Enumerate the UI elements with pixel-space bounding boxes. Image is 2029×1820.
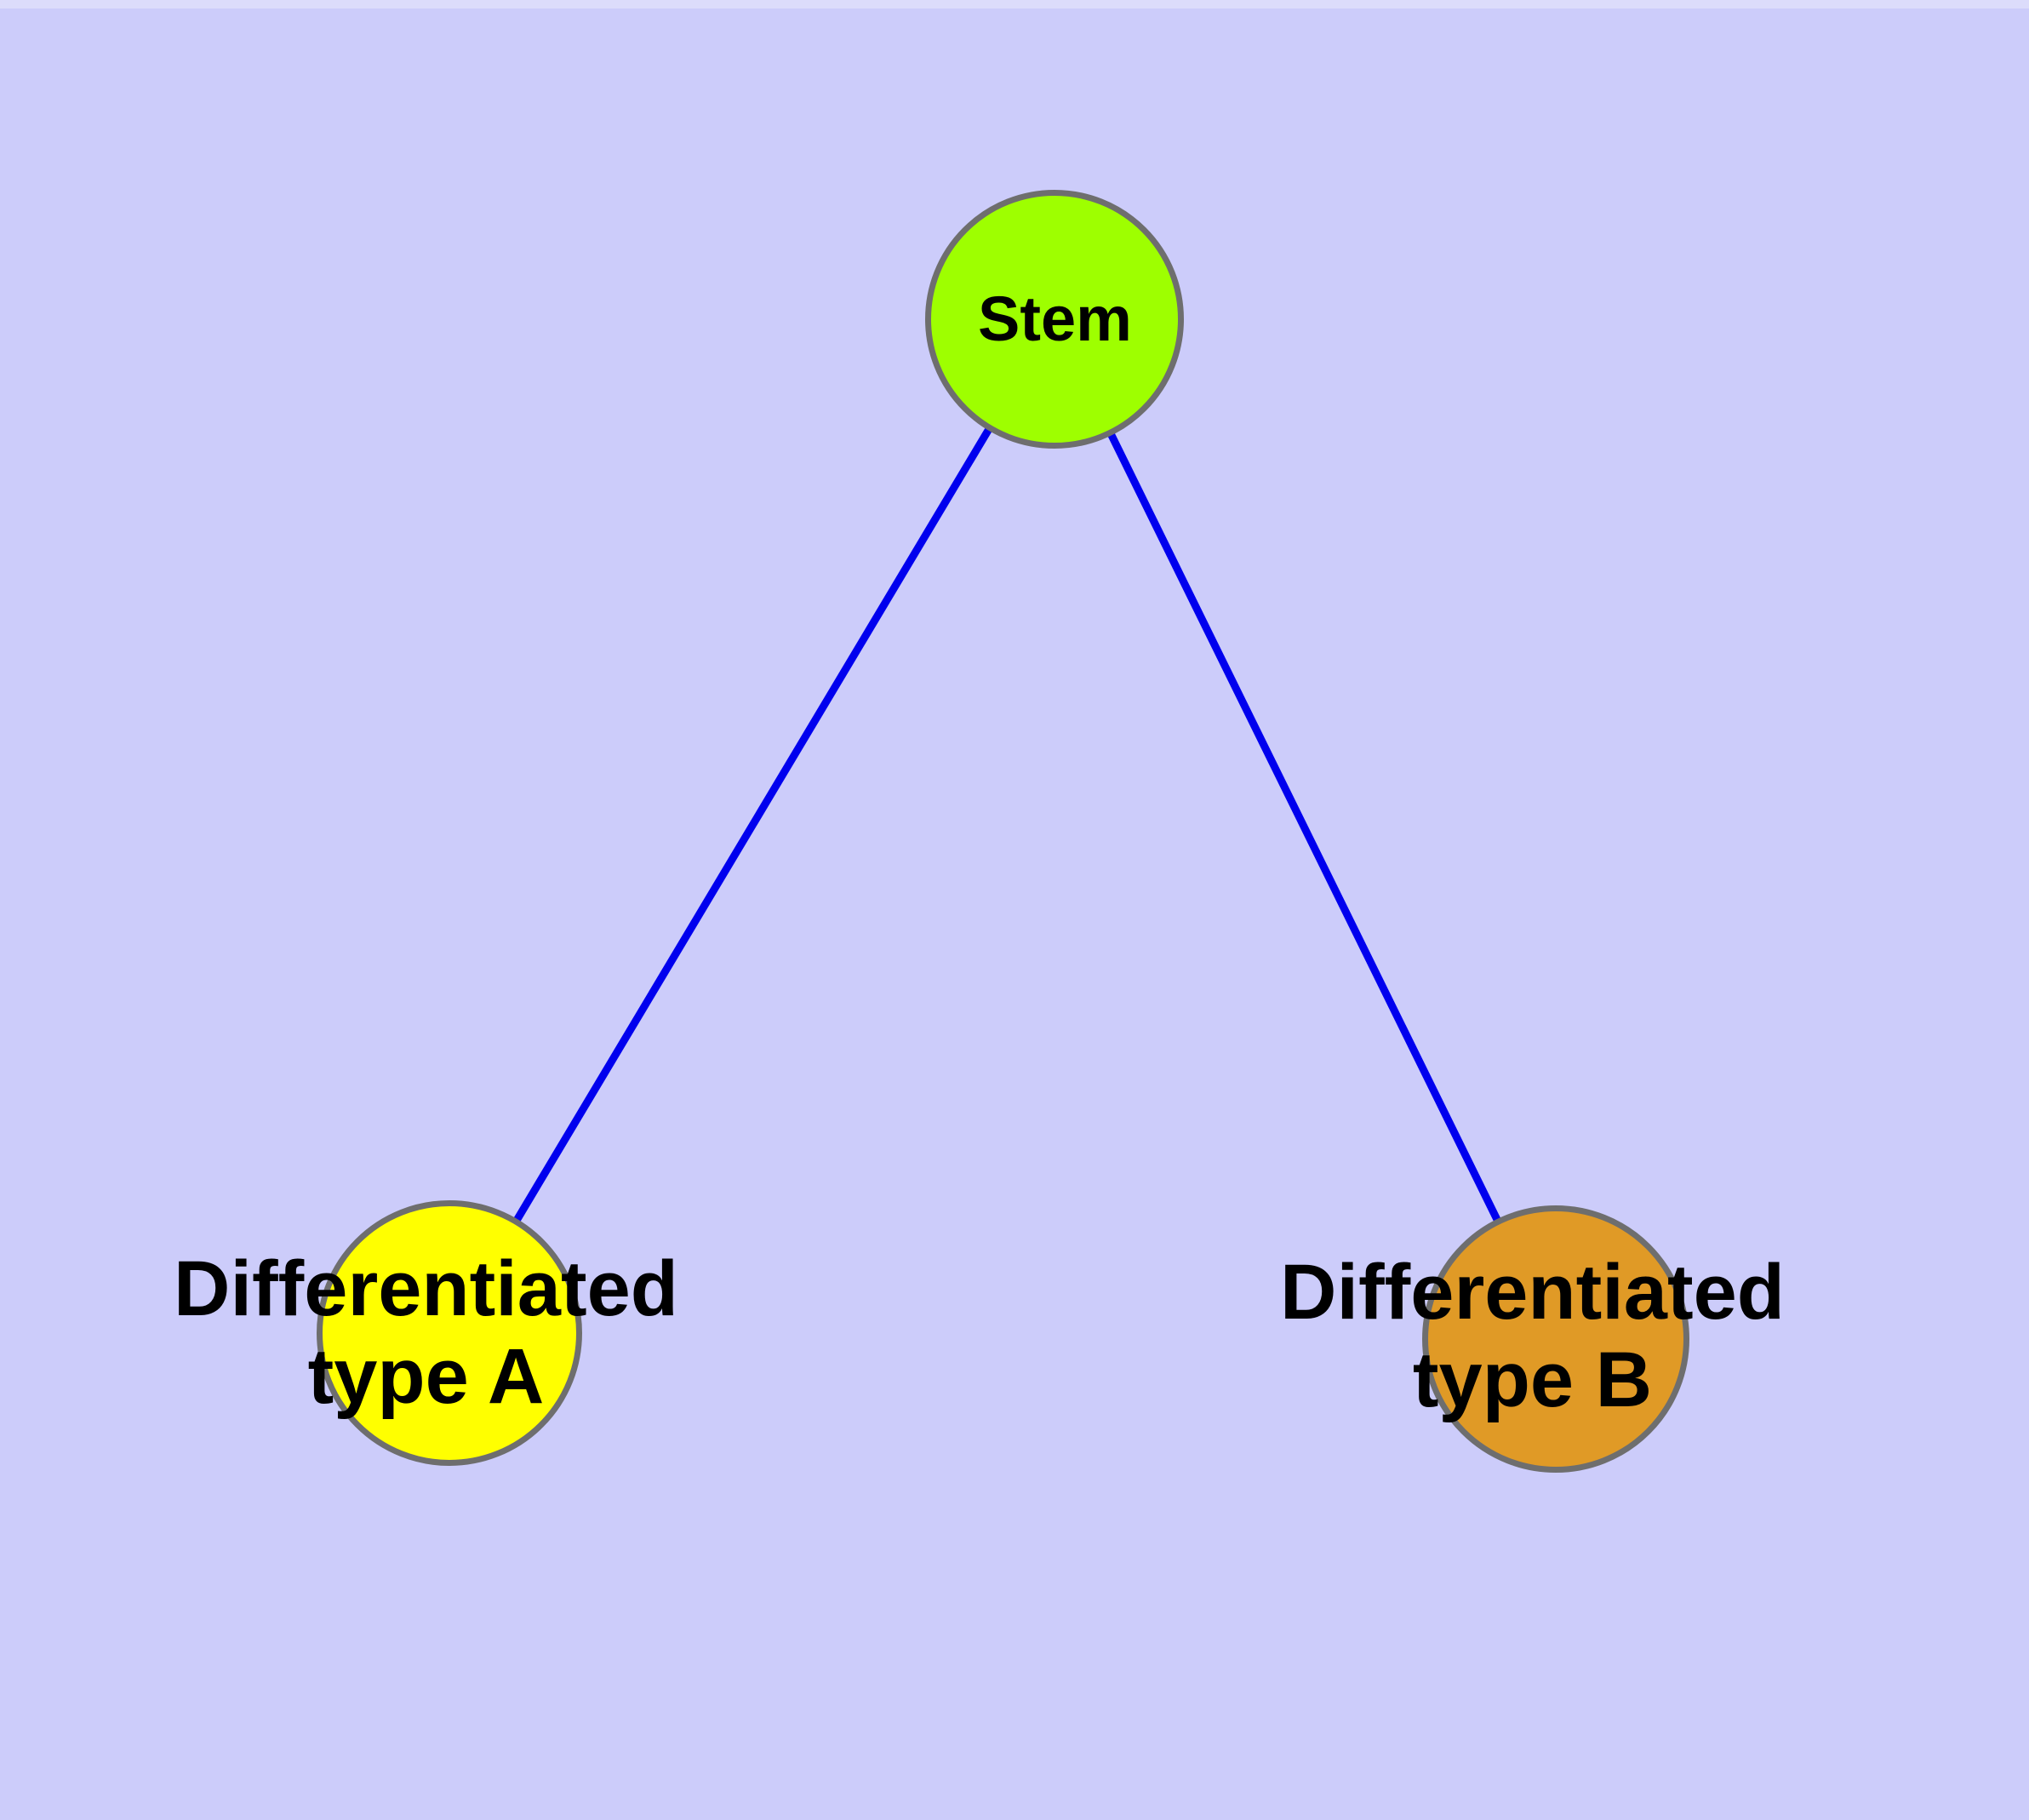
canvas-top-strip xyxy=(0,0,2029,9)
edge-stem-diff-a xyxy=(509,421,997,1228)
node-circle-diff_b[interactable] xyxy=(1422,1205,1689,1473)
nodes-layer xyxy=(317,190,1689,1473)
node-circle-stem[interactable] xyxy=(925,190,1184,449)
edges-layer xyxy=(509,421,1505,1229)
node-circle-diff_a[interactable] xyxy=(317,1200,582,1466)
edge-stem-diff-b xyxy=(1104,426,1505,1229)
